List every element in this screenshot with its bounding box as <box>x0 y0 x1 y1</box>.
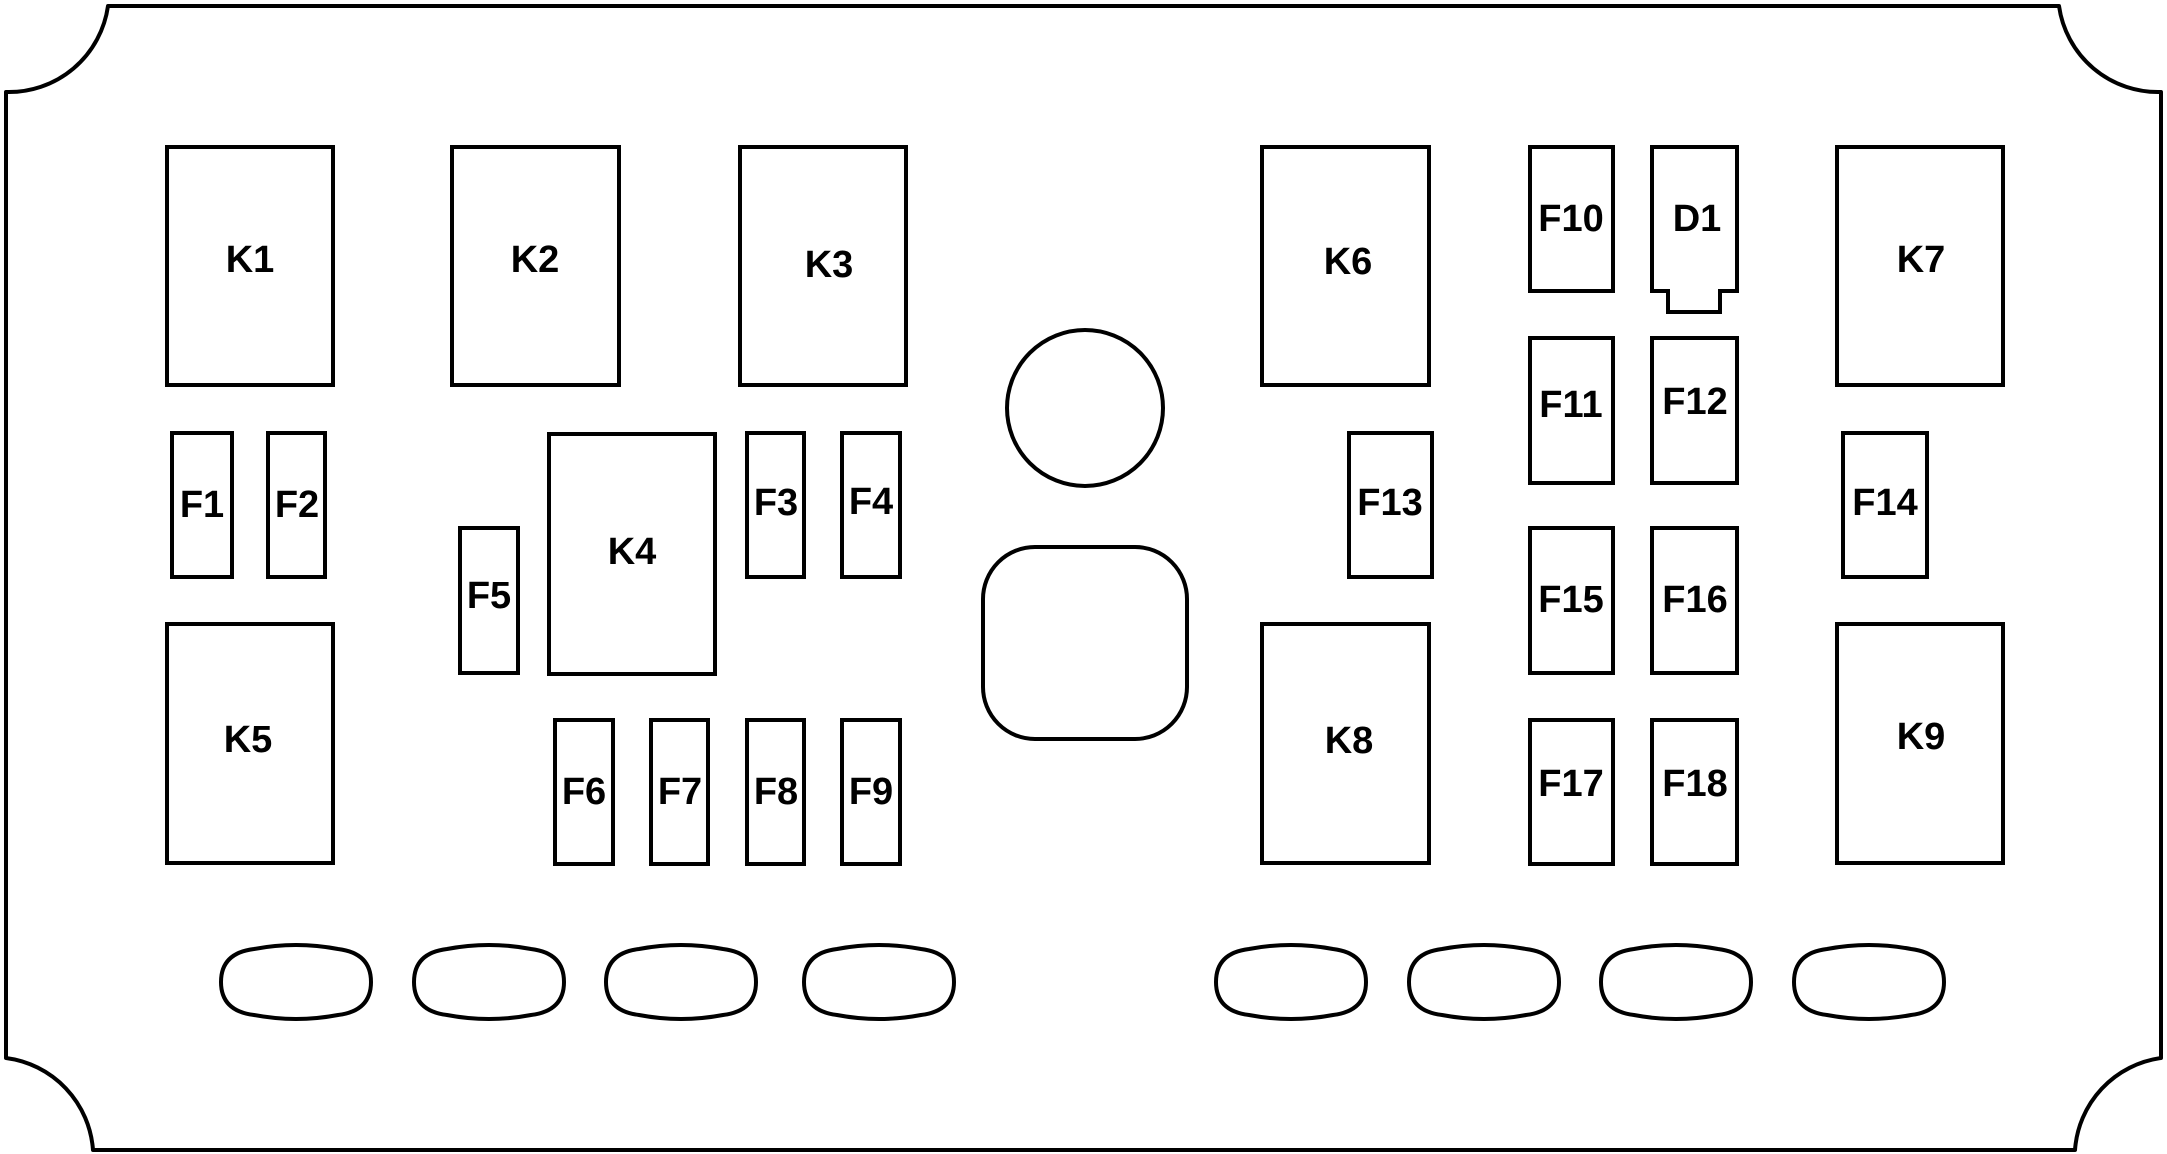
relay-k6-label: K6 <box>1324 241 1373 283</box>
fuse-f14-label: F14 <box>1852 482 1917 524</box>
relay-k7: K7 <box>1835 145 2005 387</box>
fuse-f5: F5 <box>458 526 520 675</box>
fuse-f8: F8 <box>745 718 806 866</box>
fuse-f11-label: F11 <box>1539 384 1602 426</box>
fuse-f4: F4 <box>840 431 902 579</box>
fuse-f13: F13 <box>1347 431 1434 579</box>
relay-k9-label: K9 <box>1897 716 1946 758</box>
square-mounting-hole <box>981 545 1189 741</box>
connector-slot-2 <box>411 943 567 1021</box>
connector-slot-7 <box>1598 943 1754 1021</box>
relay-k3-label: K3 <box>805 244 854 286</box>
fuse-f10: F10 <box>1528 145 1615 293</box>
connector-slot-1 <box>218 943 374 1021</box>
fuse-f8-label: F8 <box>754 771 798 813</box>
fuse-f6: F6 <box>553 718 615 866</box>
fuse-f14: F14 <box>1841 431 1929 579</box>
relay-k2-label: K2 <box>511 239 560 281</box>
relay-k1: K1 <box>165 145 335 387</box>
fuse-f15: F15 <box>1528 526 1615 675</box>
fuse-f4-label: F4 <box>849 481 893 523</box>
fuse-f5-label: F5 <box>467 575 511 617</box>
relay-k5: K5 <box>165 622 335 865</box>
connector-slot-6 <box>1406 943 1562 1021</box>
fuse-box-outline <box>4 4 2163 1152</box>
fuse-f3: F3 <box>745 431 806 579</box>
fuse-f12-label: F12 <box>1662 381 1727 423</box>
fuse-f13-label: F13 <box>1357 482 1422 524</box>
fuse-f15-label: F15 <box>1538 579 1603 621</box>
fuse-f18-label: F18 <box>1662 763 1727 805</box>
fuse-f3-label: F3 <box>754 482 798 524</box>
fuse-f7-label: F7 <box>658 771 702 813</box>
fuse-f17-label: F17 <box>1538 763 1603 805</box>
fuse-f16-label: F16 <box>1662 579 1727 621</box>
relay-k4: K4 <box>547 432 717 676</box>
fuse-f2-label: F2 <box>275 484 319 526</box>
relay-k6: K6 <box>1260 145 1431 387</box>
relay-k8: K8 <box>1260 622 1431 865</box>
diode-d1-label: D1 <box>1673 198 1722 240</box>
relay-k9: K9 <box>1835 622 2005 865</box>
relay-k8-label: K8 <box>1325 720 1374 762</box>
relay-k4-label: K4 <box>608 531 657 573</box>
relay-k1-label: K1 <box>226 239 275 281</box>
fuse-f16: F16 <box>1650 526 1739 675</box>
relay-k3: K3 <box>738 145 908 387</box>
fuse-f6-label: F6 <box>562 771 606 813</box>
relay-k5-label: K5 <box>224 719 273 761</box>
fuse-f17: F17 <box>1528 718 1615 866</box>
connector-slot-8 <box>1791 943 1947 1021</box>
connector-slot-3 <box>603 943 759 1021</box>
fuse-f11: F11 <box>1528 336 1615 485</box>
relay-k2: K2 <box>450 145 621 387</box>
fuse-f7: F7 <box>649 718 710 866</box>
fuse-f18: F18 <box>1650 718 1739 866</box>
fuse-f1: F1 <box>170 431 234 579</box>
relay-k7-label: K7 <box>1897 239 1946 281</box>
connector-slots <box>218 943 1947 1021</box>
connector-slot-4 <box>801 943 957 1021</box>
fuse-f9: F9 <box>840 718 902 866</box>
fuse-f10-label: F10 <box>1538 198 1603 240</box>
round-mounting-hole <box>1005 328 1165 488</box>
fuse-f1-label: F1 <box>180 484 224 526</box>
fuse-f9-label: F9 <box>849 771 893 813</box>
fuse-f2: F2 <box>266 431 327 579</box>
fuse-f12: F12 <box>1650 336 1739 485</box>
diode-d1: D1 <box>1650 145 1739 314</box>
connector-slot-5 <box>1213 943 1369 1021</box>
